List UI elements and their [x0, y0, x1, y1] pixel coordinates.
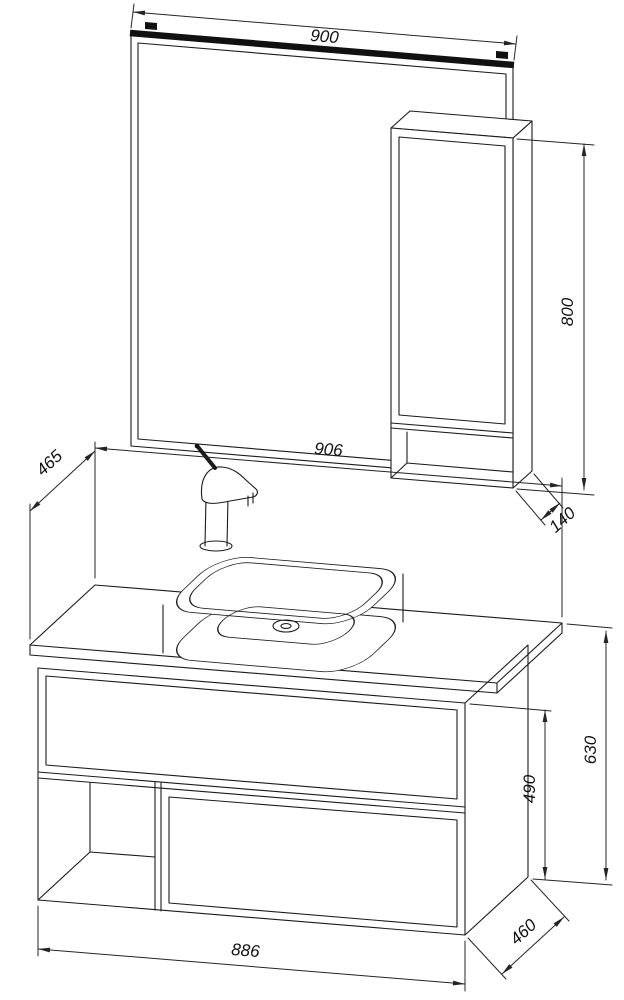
dim-cabinet-height: 490 — [469, 703, 552, 880]
drawer-seam — [37, 771, 466, 814]
vanity-cabinet — [37, 644, 529, 936]
dim-cabinet-width: 886 — [37, 905, 466, 992]
dim-countertop-depth: 465 — [29, 446, 96, 640]
dim-countertop-width: 906 — [94, 439, 563, 618]
dim-overall-height: 630 — [532, 623, 613, 886]
sink-outer-rim — [176, 556, 396, 625]
dim-label-side-cabinet-depth: 140 — [545, 503, 579, 536]
side-cabinet-shelf-edge — [390, 422, 514, 439]
side-cabinet — [390, 110, 533, 489]
side-cabinet-right-face — [512, 120, 533, 489]
dim-label-countertop-depth: 465 — [32, 446, 66, 480]
sink-side-silhouette — [162, 573, 404, 654]
dim-cabinet-depth: 460 — [467, 879, 570, 980]
faucet-spout — [200, 466, 258, 504]
dim-label-cabinet-height: 490 — [520, 774, 539, 803]
dim-side-cabinet-height: 800 — [516, 138, 595, 496]
side-cabinet-door-panel — [398, 136, 506, 425]
dim-label-side-cabinet-height: 800 — [558, 297, 577, 326]
side-cabinet-front-face — [390, 127, 514, 489]
sink-drain — [272, 619, 300, 633]
bottom-drawer-panel — [168, 796, 458, 928]
vanity-niche-interior — [37, 782, 156, 901]
dim-label-mirror-width: 900 — [310, 26, 340, 47]
top-drawer-panel — [45, 675, 458, 800]
niche-divider — [154, 781, 162, 912]
vanity-right-face — [464, 644, 529, 936]
mirror-bracket-left — [145, 22, 157, 30]
dimensions: 900 800 140 465 906 — [29, 3, 613, 992]
sink-basin-floor — [217, 606, 355, 645]
dim-label-countertop-width: 906 — [314, 439, 344, 460]
dim-mirror-width: 900 — [130, 3, 518, 61]
dim-label-cabinet-width: 886 — [231, 940, 261, 961]
mirror-bracket-right — [496, 51, 508, 59]
faucet-base — [199, 540, 233, 552]
countertop — [29, 584, 563, 694]
dim-label-overall-height: 630 — [581, 735, 600, 764]
faucet — [194, 443, 258, 552]
sink-inner-rim — [189, 562, 383, 619]
faucet-outlet — [247, 492, 254, 507]
vessel-sink — [162, 556, 404, 673]
